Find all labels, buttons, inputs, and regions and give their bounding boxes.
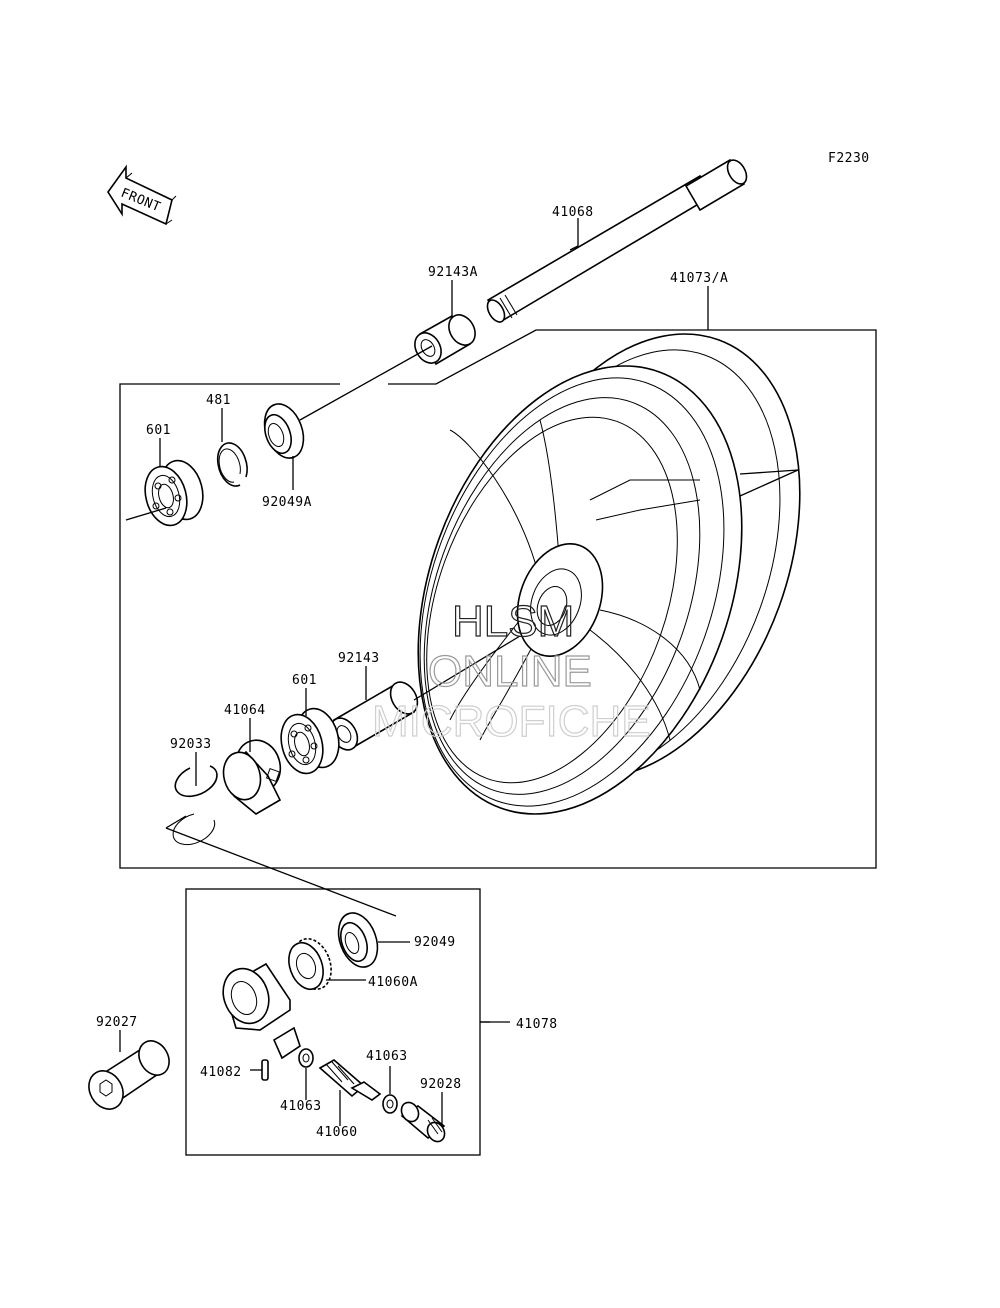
label-41063-left: 41063 — [280, 1099, 322, 1114]
label-601-bottom: 601 — [292, 673, 317, 688]
label-92028: 92028 — [420, 1077, 462, 1092]
gearbox-housing — [222, 962, 301, 1060]
watermark-line2: ONLINE — [428, 647, 592, 696]
bearing-601-top — [144, 459, 204, 527]
collar-92143a — [414, 314, 476, 366]
label-92049a: 92049A — [262, 495, 312, 510]
label-41068: 41068 — [552, 205, 594, 220]
washer-41063-right — [382, 1094, 398, 1114]
drive-41064 — [222, 739, 282, 815]
wheel-assembly-box — [119, 329, 877, 869]
label-92027: 92027 — [96, 1015, 138, 1030]
pin-41082 — [261, 1059, 269, 1081]
watermark: HLSM ONLINE MICROFICHE — [371, 596, 651, 746]
washer-41063-left — [298, 1048, 314, 1068]
bushing-92028 — [400, 1101, 446, 1143]
label-41082: 41082 — [200, 1065, 242, 1080]
gear-41060a — [288, 938, 332, 991]
label-601-top: 601 — [146, 423, 171, 438]
label-41073a: 41073/A — [670, 271, 728, 286]
label-41060: 41060 — [316, 1125, 358, 1140]
circlip-481 — [216, 442, 248, 487]
label-41060a: 41060A — [368, 975, 418, 990]
wheel-rim — [417, 333, 801, 815]
watermark-line1: HLSM — [452, 597, 574, 646]
seal-92049a — [263, 403, 305, 459]
label-41064: 41064 — [224, 703, 266, 718]
tool-92027 — [88, 1040, 170, 1110]
label-92143: 92143 — [338, 651, 380, 666]
front-arrow-icon: FRONT — [107, 164, 177, 226]
label-92049: 92049 — [414, 935, 456, 950]
axle-part — [486, 158, 748, 324]
watermark-line3: MICROFICHE — [372, 697, 651, 746]
label-481: 481 — [206, 393, 231, 408]
seal-92049 — [337, 912, 379, 968]
label-41063-right: 41063 — [366, 1049, 408, 1064]
figure-code: F2230 — [828, 151, 870, 166]
label-41078: 41078 — [516, 1017, 558, 1032]
label-92033: 92033 — [170, 737, 212, 752]
label-92143a: 92143A — [428, 265, 478, 280]
pinion-41060 — [318, 1059, 382, 1101]
bearing-601-bottom — [280, 707, 340, 775]
